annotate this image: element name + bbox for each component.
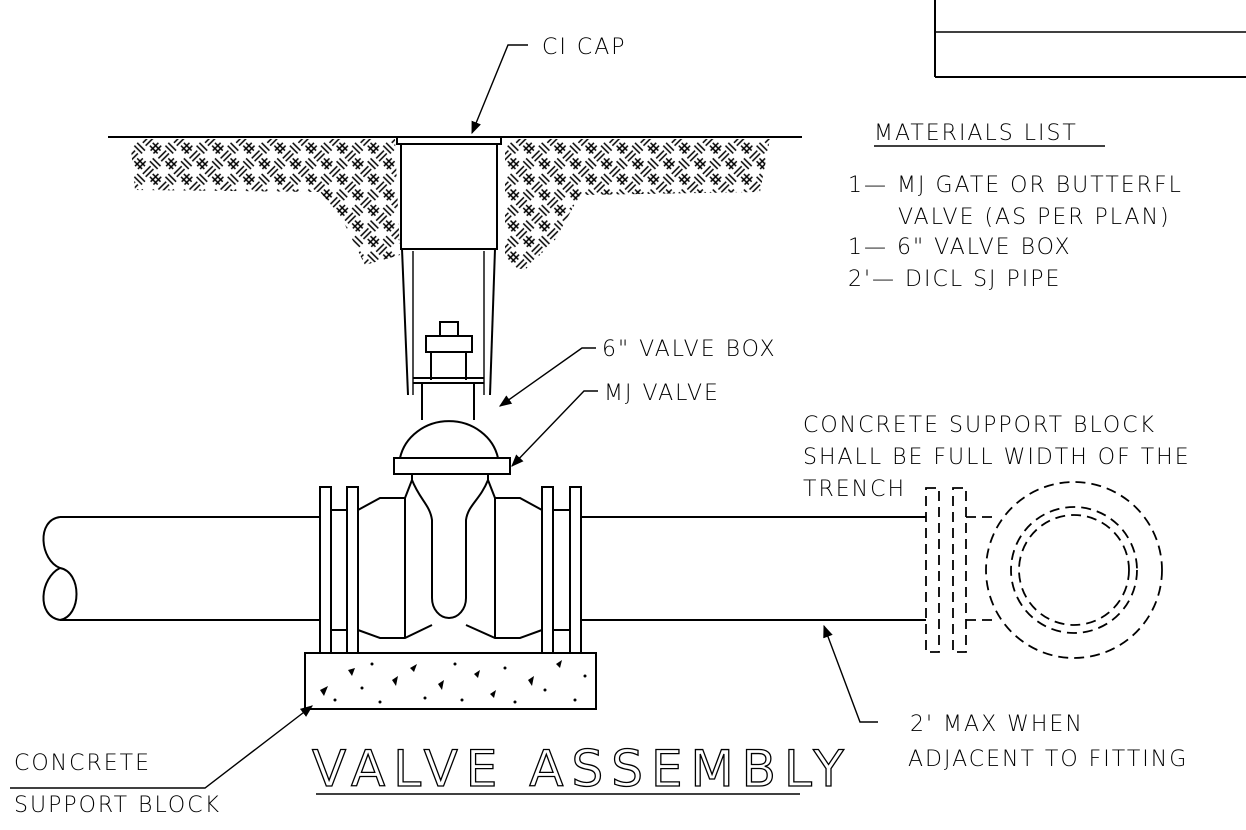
ground-surface [108, 136, 802, 270]
materials-item: VALVE (AS PER PLAN) [898, 205, 1171, 230]
drawing-title: VALVE ASSEMBLY [311, 739, 852, 798]
materials-item: 1— 6" VALVE BOX [848, 235, 1072, 260]
materials-list: MATERIALS LIST 1— MJ GATE OR BUTTERFL VA… [848, 121, 1183, 292]
valve-box [400, 143, 498, 396]
soil-left [130, 139, 400, 265]
concrete-support-block [304, 652, 597, 710]
fitting-dashed [925, 481, 1163, 659]
pipe-right [581, 516, 926, 621]
label-ci-cap: CI CAP [542, 35, 627, 60]
ci-cap [396, 136, 502, 145]
materials-item: 2'— DICL SJ PIPE [848, 267, 1061, 292]
label-valve-box: 6" VALVE BOX [602, 337, 777, 362]
valve-body [319, 479, 582, 654]
leader-lines [10, 44, 878, 789]
note-max-line-2: ADJACENT TO FITTING [908, 747, 1188, 772]
label-mj-valve: MJ VALVE [604, 381, 720, 406]
note-max-line-1: 2' MAX WHEN [910, 712, 1084, 737]
pipe-left [42, 516, 320, 621]
soil-right [505, 139, 770, 270]
title-text: VALVE ASSEMBLY [312, 740, 852, 798]
note-support-line-2: SHALL BE FULL WIDTH OF THE [803, 445, 1191, 470]
note-support-line-3: TRENCH [803, 477, 906, 502]
label-concrete-line-1: CONCRETE [14, 751, 151, 776]
title-block-box [934, 0, 1246, 78]
note-support-line-1: CONCRETE SUPPORT BLOCK [803, 413, 1156, 438]
mj-valve [393, 321, 511, 619]
materials-heading: MATERIALS LIST [874, 121, 1078, 146]
materials-item: 1— MJ GATE OR BUTTERFL [848, 173, 1183, 198]
label-concrete-line-2: SUPPORT BLOCK [14, 793, 221, 818]
